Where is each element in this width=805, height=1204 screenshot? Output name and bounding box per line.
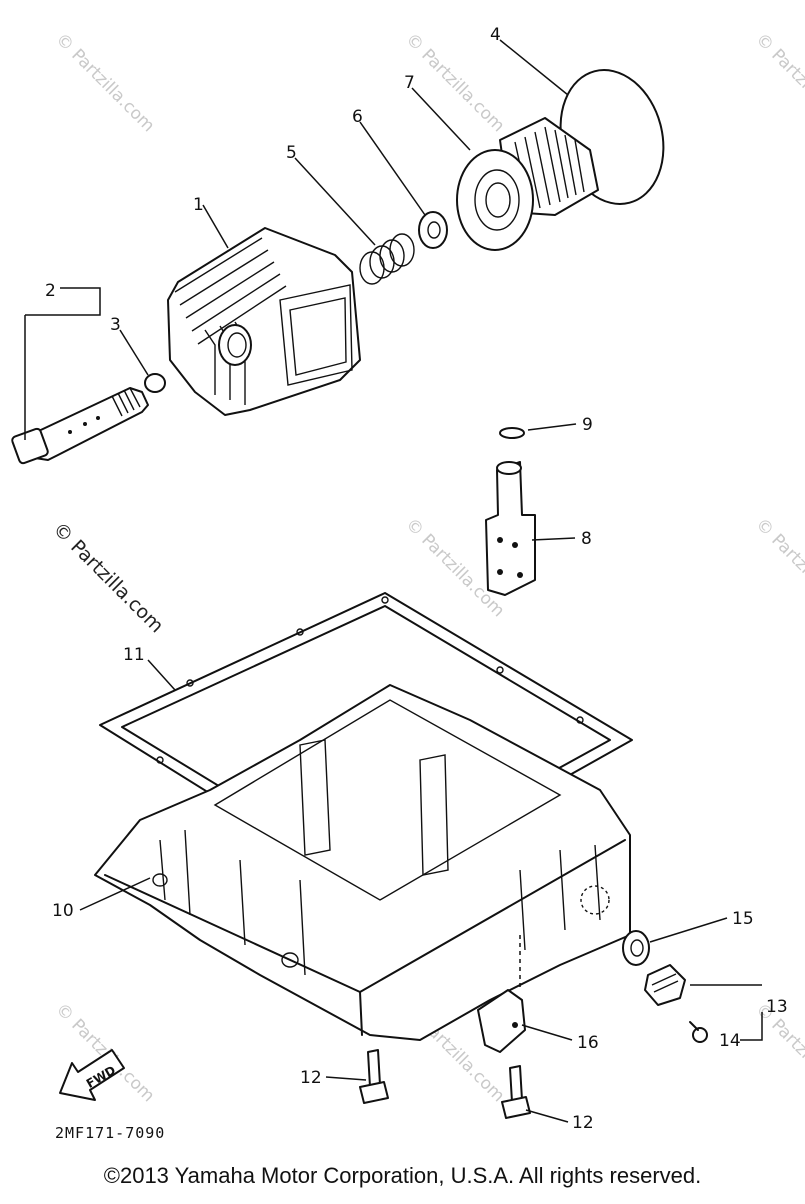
callout-10: 10 [52, 901, 74, 921]
callout-14: 14 [719, 1031, 741, 1051]
oil-filter-element-part [456, 117, 599, 251]
callout-2: 2 [45, 281, 56, 301]
watermark-faint: © Partzilla.com [51, 29, 158, 136]
callout-8: 8 [581, 529, 592, 549]
oil-filter-cover-part [167, 227, 361, 416]
watermark-faint: © Partzilla.com [401, 29, 508, 136]
callout-15: 15 [732, 909, 754, 929]
union-bolt-part [11, 387, 149, 465]
drain-plug-part [644, 964, 686, 1006]
washer-part [418, 211, 448, 249]
bracket-part [477, 989, 526, 1053]
callout-6: 6 [352, 107, 363, 127]
callout-7: 7 [404, 73, 415, 93]
small-o-ring-part [499, 427, 525, 439]
callout-4: 4 [490, 25, 501, 45]
oil-pipe-part [485, 461, 536, 596]
callout-5: 5 [286, 143, 297, 163]
o-ring-part [144, 373, 166, 393]
callout-11: 11 [123, 645, 145, 665]
oil-pan-part [94, 684, 631, 1041]
callout-3: 3 [110, 315, 121, 335]
watermark-main: © Partzilla.com [48, 518, 167, 637]
small-bolt-part [689, 1021, 708, 1043]
callout-1: 1 [193, 195, 204, 215]
callout-13: 13 [766, 997, 788, 1017]
drain-washer-part [622, 930, 650, 966]
copyright-notice: ©2013 Yamaha Motor Corporation, U.S.A. A… [103, 1163, 702, 1188]
callout-12a: 12 [300, 1068, 322, 1088]
figure-code: 2MF171-7090 [55, 1124, 165, 1142]
oil-pan-bolt-part [501, 1065, 531, 1119]
callout-16: 16 [577, 1033, 599, 1053]
watermark-faint: © Partzilla.com [751, 514, 805, 621]
leader-lines [24, 39, 763, 1123]
callout-12b: 12 [572, 1113, 594, 1133]
front-arrow-icon: FWD [59, 1049, 125, 1101]
watermark-faint: © Partzilla.com [751, 29, 805, 136]
oil-pan-bolt-part [359, 1049, 389, 1104]
callout-9: 9 [582, 415, 593, 435]
spring-part [359, 233, 415, 285]
